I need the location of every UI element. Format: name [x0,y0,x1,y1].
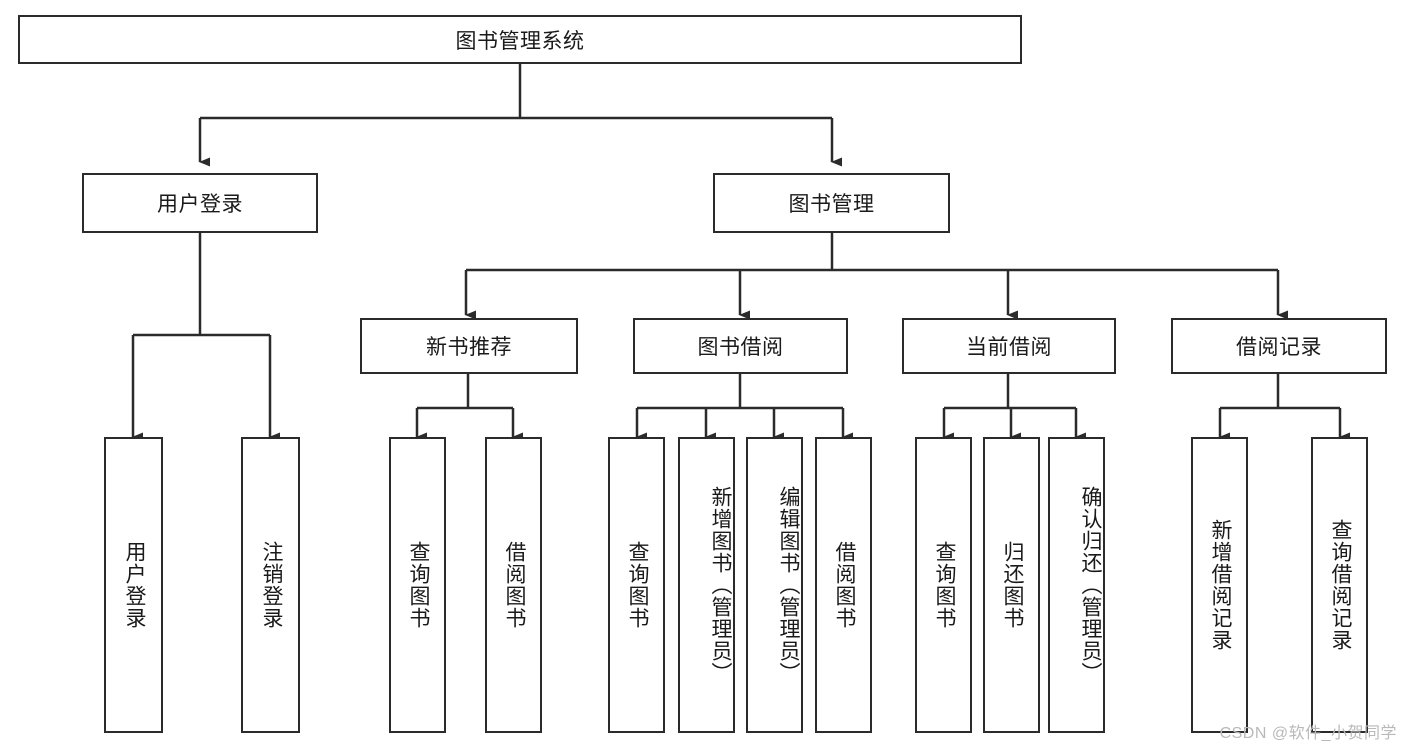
node-book-management[interactable]: 图书管理 [713,173,950,233]
node-borrow-record[interactable]: 借阅记录 [1171,318,1387,374]
leaf-current-borrow-return[interactable]: 归还图书 [983,437,1040,733]
node-label: 当前借阅 [966,336,1052,359]
node-label: 新增图书（管理员） [709,486,732,684]
leaf-book-borrow-borrow[interactable]: 借阅图书 [815,437,872,733]
node-label: 用户登录 [122,541,146,629]
node-new-book-recommend[interactable]: 新书推荐 [360,318,578,374]
leaf-current-borrow-confirm-admin[interactable]: 确认归还（管理员） [1048,437,1105,733]
node-user-login[interactable]: 用户登录 [82,173,318,233]
leaf-book-borrow-query[interactable]: 查询图书 [608,437,665,733]
node-label: 图书借阅 [697,336,784,359]
node-label: 图书管理 [788,193,875,216]
node-current-borrow[interactable]: 当前借阅 [902,318,1116,374]
node-label: 编辑图书（管理员） [777,486,800,684]
node-label: 新增借阅记录 [1208,519,1232,651]
leaf-user-login-signin[interactable]: 用户登录 [104,437,163,733]
node-label: 借阅记录 [1236,336,1322,359]
leaf-book-borrow-edit-admin[interactable]: 编辑图书（管理员） [746,437,803,733]
node-book-borrow[interactable]: 图书借阅 [633,318,848,374]
watermark-csdn: CSDN @软件_小贺同学 [1219,725,1397,742]
node-label: 用户登录 [157,193,243,216]
leaf-borrow-record-query[interactable]: 查询借阅记录 [1311,437,1368,733]
leaf-new-book-borrow[interactable]: 借阅图书 [485,437,542,733]
leaf-user-login-signout[interactable]: 注销登录 [241,437,300,733]
leaf-new-book-query[interactable]: 查询图书 [389,437,446,733]
leaf-borrow-record-add[interactable]: 新增借阅记录 [1191,437,1248,733]
node-root-book-management-system[interactable]: 图书管理系统 [18,15,1022,64]
node-label: 查询图书 [406,541,430,629]
node-label: 借阅图书 [832,541,856,629]
node-label: 归还图书 [1000,541,1024,629]
node-label: 借阅图书 [502,541,526,629]
node-label: 注销登录 [259,541,283,629]
node-label: 查询借阅记录 [1328,519,1352,651]
node-label: 新书推荐 [426,336,512,359]
leaf-book-borrow-add-admin[interactable]: 新增图书（管理员） [678,437,735,733]
node-label: 确认归还（管理员） [1079,486,1102,684]
node-label: 查询图书 [625,541,649,629]
node-label: 查询图书 [932,541,956,629]
node-label: 图书管理系统 [455,29,585,53]
leaf-current-borrow-query[interactable]: 查询图书 [915,437,972,733]
